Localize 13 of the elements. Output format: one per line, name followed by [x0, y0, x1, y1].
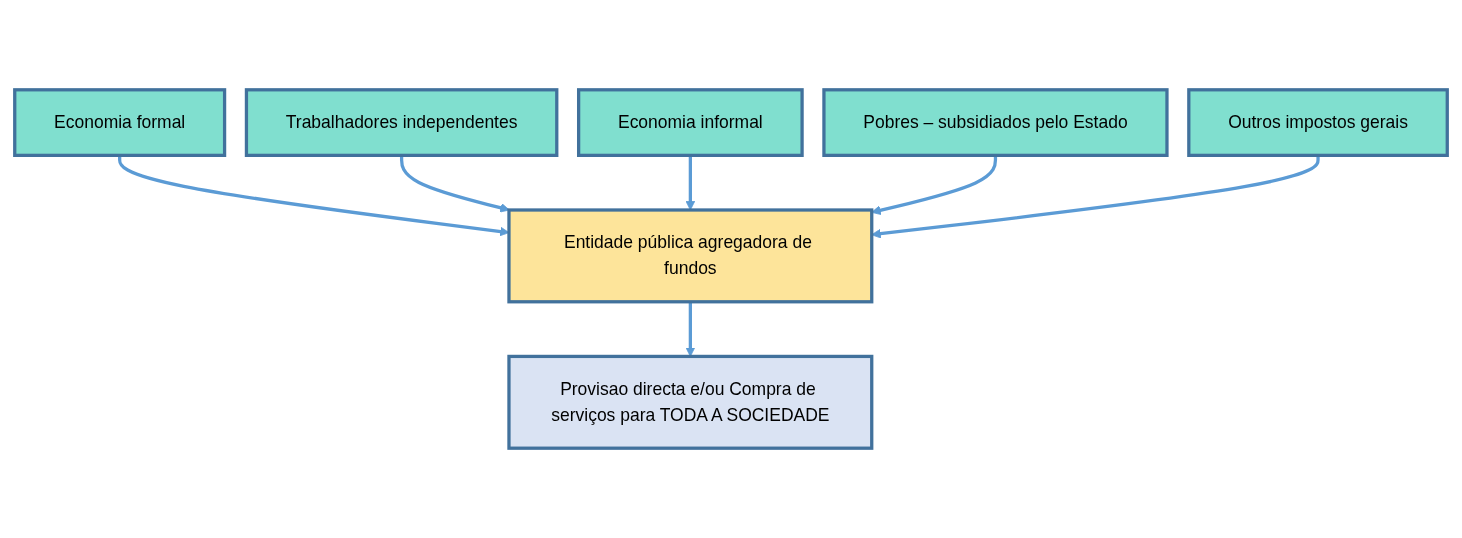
arrow: [871, 155, 998, 215]
node-box: Entidade pública agregadora de fundos: [507, 208, 874, 304]
node-box: Provisao directa e/ou Compra de serviços para TODA A SOCIEDADE: [507, 354, 874, 450]
arrow: [118, 155, 510, 237]
node-box: Trabalhadores independentes: [244, 88, 559, 157]
node-box: Economia informal: [577, 88, 804, 157]
node-box: Economia formal: [13, 88, 227, 157]
arrow: [685, 155, 696, 211]
arrow: [871, 155, 1320, 239]
node-box: Pobres – subsidiados pelo Estado: [822, 88, 1169, 157]
arrow: [685, 301, 696, 357]
node-box: Outros impostos gerais: [1187, 88, 1449, 157]
arrow: [399, 155, 510, 213]
